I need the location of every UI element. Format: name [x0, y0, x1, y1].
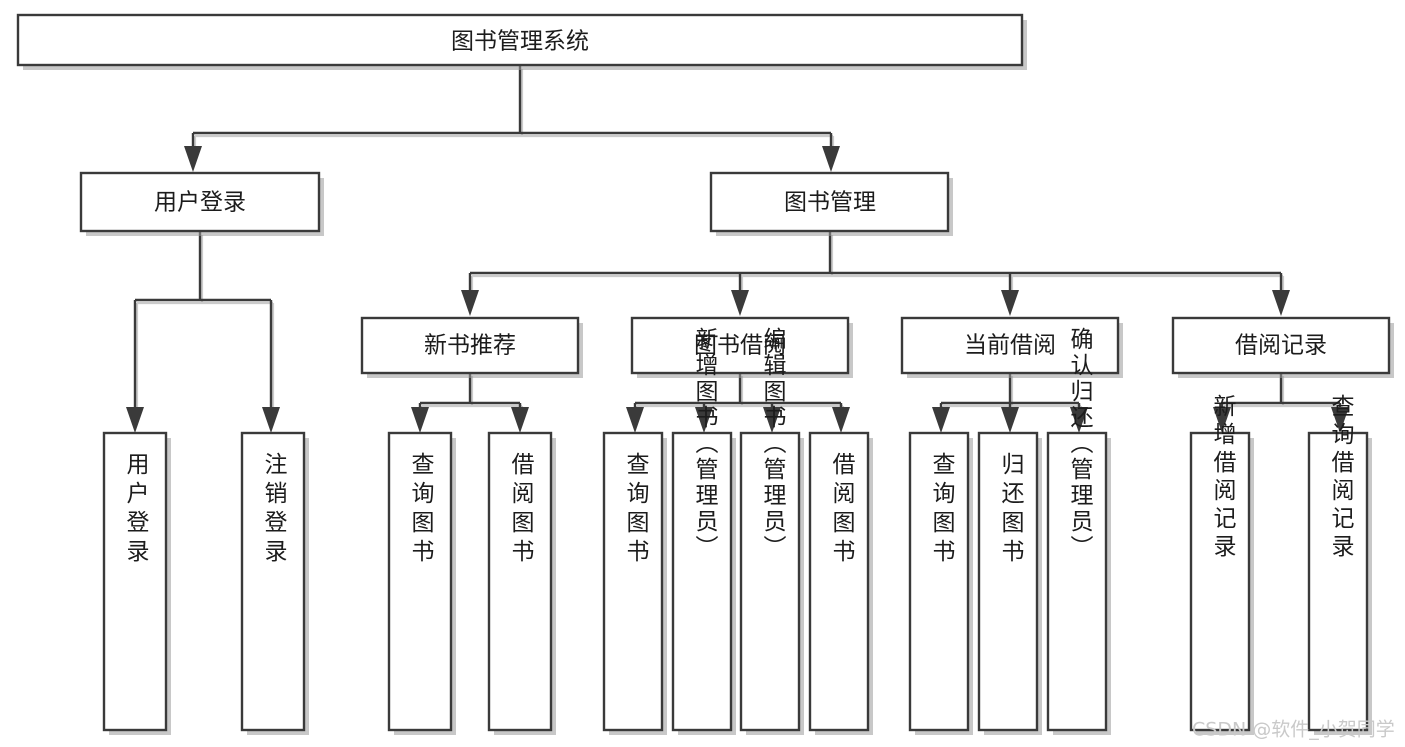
arrow-head-currentborrow-leaf-1 [932, 407, 950, 433]
arrow-head-bookborrow-leaf-2 [695, 407, 713, 433]
node-book-borrow[interactable]: 图书借阅 [630, 316, 853, 378]
leaf-label-vertical: 新增图书（管理员） [691, 327, 719, 561]
arrow-head-newbook-leaf-2 [511, 407, 529, 433]
leaf-box [908, 431, 970, 732]
arrow-head-user-login [184, 146, 202, 172]
connector-layer [126, 66, 1349, 433]
leaf-book-borrow-add[interactable]: 新增图书（管理员） [671, 327, 736, 735]
current-borrow-label: 当前借阅 [964, 333, 1056, 359]
arrow-head-borrowrecords-leaf-1 [1213, 407, 1231, 433]
arrow-head-new-book [461, 290, 479, 316]
node-borrow-records[interactable]: 借阅记录 [1171, 316, 1394, 378]
arrow-head-leaf-logout [262, 407, 280, 433]
current-borrow-box [900, 316, 1120, 375]
user-login-label: 用户登录 [154, 190, 246, 216]
borrow-records-box [1171, 316, 1391, 375]
leaf-box [487, 431, 553, 732]
leaf-box [1046, 431, 1108, 732]
leaf-box [1307, 431, 1369, 732]
leaf-label-vertical: 借阅图书 [828, 452, 856, 568]
connector-root-to-level2 [184, 66, 840, 172]
borrow-records-label: 借阅记录 [1235, 333, 1327, 359]
connector-currentborrow-to-leaves [932, 373, 1088, 433]
leaf-current-borrow-confirm[interactable]: 确认归还（管理员） [1046, 327, 1111, 735]
book-manage-box [709, 171, 950, 233]
watermark-label: CSDN @软件_小贺同学 [1192, 719, 1395, 741]
connector-newbook-to-leaves [411, 373, 529, 433]
leaf-box [387, 431, 453, 732]
node-book-manage[interactable]: 图书管理 [709, 171, 953, 236]
leaf-book-borrow-edit[interactable]: 编辑图书（管理员） [739, 327, 804, 735]
leaf-new-book-borrow[interactable]: 借阅图书 [487, 431, 556, 735]
leaf-label-vertical: 确认归还（管理员） [1066, 327, 1094, 561]
arrow-head-current-borrow [1001, 290, 1019, 316]
arrow-head-book-borrow [731, 290, 749, 316]
leaf-box [102, 431, 168, 732]
leaf-borrow-records-add[interactable]: 新增借阅记录 [1189, 394, 1254, 735]
root-label: 图书管理系统 [451, 29, 589, 55]
leaf-current-borrow-return[interactable]: 归还图书 [977, 431, 1042, 735]
book-borrow-box [630, 316, 850, 375]
arrow-head-borrowrecords-leaf-2 [1331, 407, 1349, 433]
leaf-book-borrow-borrow[interactable]: 借阅图书 [808, 431, 873, 735]
book-borrow-label: 图书借阅 [694, 333, 786, 359]
node-new-book-recommend[interactable]: 新书推荐 [360, 316, 583, 378]
connector-borrowrecords-to-leaves [1213, 373, 1349, 433]
leaf-box [602, 431, 664, 732]
leaf-box [1189, 431, 1251, 732]
node-current-borrow[interactable]: 当前借阅 [900, 316, 1123, 378]
arrow-head-borrow-records [1272, 290, 1290, 316]
leaf-user-login-login[interactable]: 用户登录 [102, 431, 171, 735]
leaf-label-vertical: 查询图书 [407, 452, 435, 568]
leaf-box [739, 431, 801, 732]
leaf-box [808, 431, 870, 732]
connector-bookborrow-to-leaves [626, 373, 850, 433]
arrow-head-currentborrow-leaf-2 [1001, 407, 1019, 433]
leaf-current-borrow-query[interactable]: 查询图书 [908, 431, 973, 735]
leaf-label-vertical: 查询借阅记录 [1327, 394, 1355, 562]
leaf-box [240, 431, 306, 732]
arrow-head-bookborrow-leaf-4 [832, 407, 850, 433]
leaf-label-vertical: 归还图书 [997, 452, 1025, 568]
leaf-box [671, 431, 733, 732]
leaf-borrow-records-query[interactable]: 查询借阅记录 [1307, 394, 1372, 735]
arrow-head-bookborrow-leaf-3 [763, 407, 781, 433]
leaf-box [977, 431, 1039, 732]
leaf-label-vertical: 新增借阅记录 [1209, 394, 1237, 562]
leaf-label-vertical: 用户登录 [122, 452, 150, 568]
leaf-book-borrow-query[interactable]: 查询图书 [602, 431, 667, 735]
leaf-user-login-logout[interactable]: 注销登录 [240, 431, 309, 735]
user-login-box [79, 171, 321, 233]
connector-bookmanage-to-level3 [461, 232, 1290, 316]
leaf-label-vertical: 编辑图书（管理员） [759, 327, 787, 561]
root-box [16, 13, 1024, 67]
leaf-label-vertical: 查询图书 [928, 452, 956, 568]
leaf-label-vertical: 借阅图书 [507, 452, 535, 568]
book-manage-label: 图书管理 [784, 190, 876, 216]
new-book-recommend-label: 新书推荐 [424, 333, 516, 359]
arrow-head-newbook-leaf-1 [411, 407, 429, 433]
node-user-login[interactable]: 用户登录 [79, 171, 324, 236]
arrow-head-book-manage [822, 146, 840, 172]
new-book-recommend-box [360, 316, 580, 375]
leaf-label-vertical: 查询图书 [622, 452, 650, 568]
leaf-new-book-query[interactable]: 查询图书 [387, 431, 456, 735]
arrow-head-leaf-user-login [126, 407, 144, 433]
leaf-label-vertical: 注销登录 [260, 452, 288, 568]
node-root-system[interactable]: 图书管理系统 [16, 13, 1027, 70]
arrow-head-bookborrow-leaf-1 [626, 407, 644, 433]
connector-userlogin-to-leaves [126, 232, 280, 433]
arrow-head-currentborrow-leaf-3 [1070, 407, 1088, 433]
